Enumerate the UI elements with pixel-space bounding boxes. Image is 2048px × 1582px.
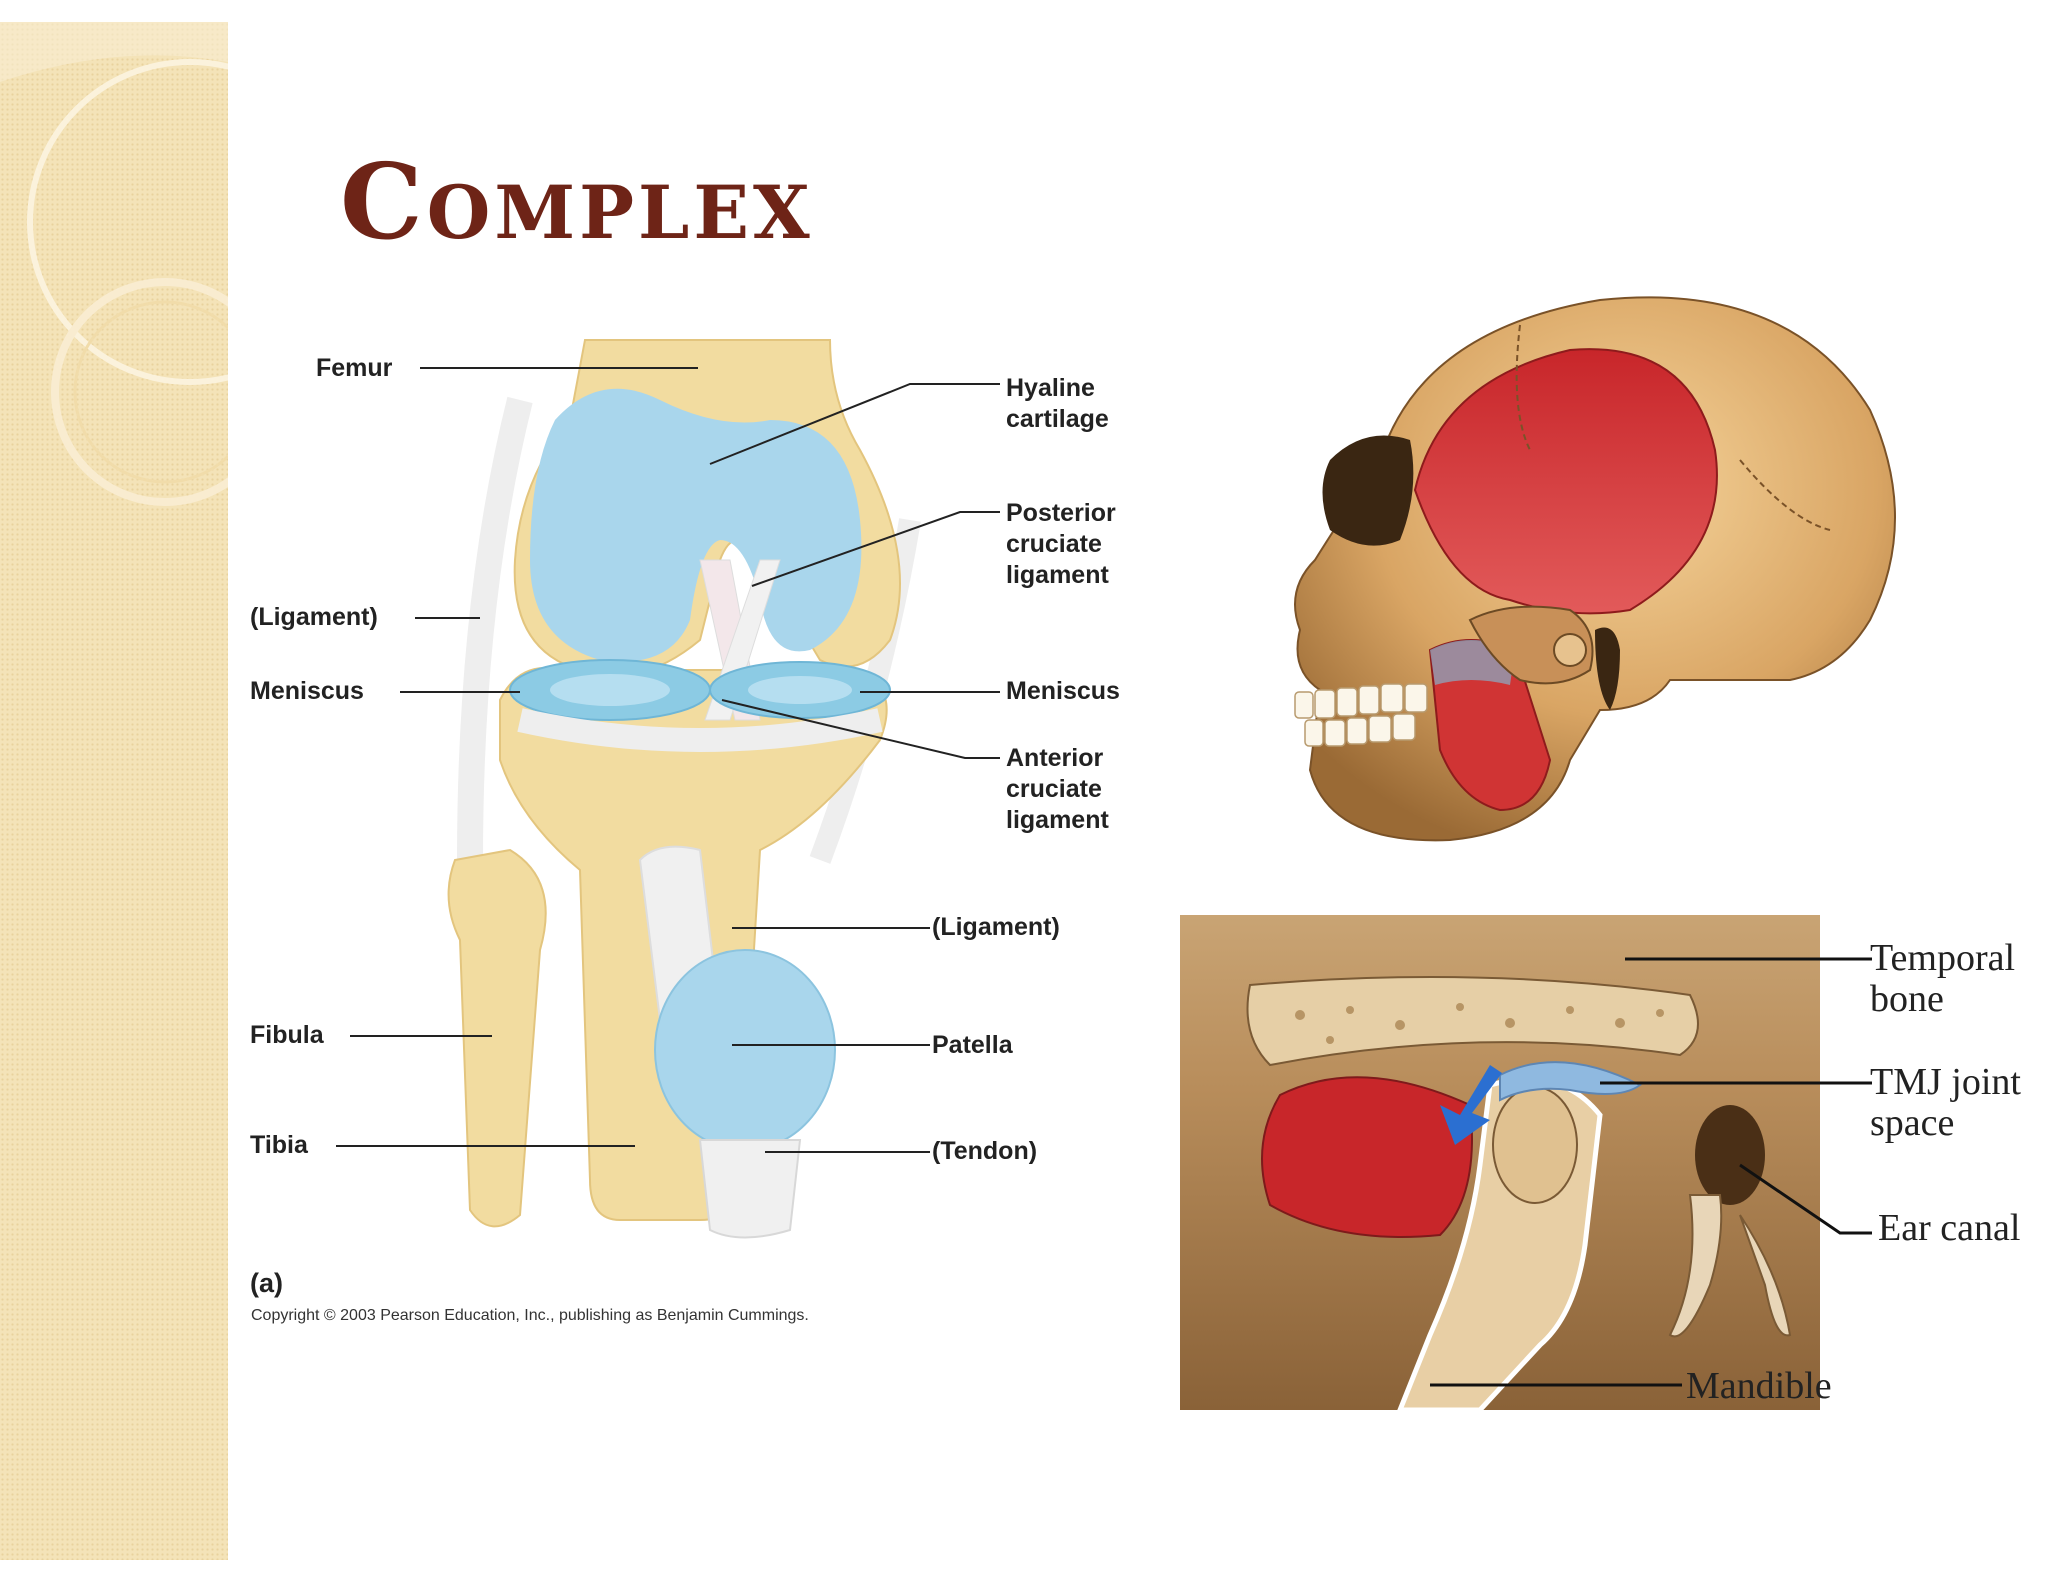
knee-joint-figure: [0, 0, 1150, 1340]
ear-canal-label: Ear canal: [1878, 1207, 2021, 1249]
femur-label: Femur: [316, 354, 393, 382]
meniscus-left-label: Meniscus: [250, 677, 364, 705]
meniscus-right-label: Meniscus: [1006, 677, 1120, 705]
tmj-illustration: [1180, 915, 1872, 1413]
figure-part-letter: (a): [250, 1268, 283, 1298]
copyright-notice: Copyright © 2003 Pearson Education, Inc.…: [251, 1307, 809, 1324]
slide-title: Complex: [340, 140, 814, 263]
skull-figure: [1270, 290, 1910, 850]
ligament-right-label: (Ligament): [932, 913, 1060, 941]
decorative-circles: [0, 22, 228, 506]
patella-label: Patella: [932, 1031, 1013, 1059]
decorative-side-band: [0, 22, 228, 1560]
fibula-label: Fibula: [250, 1021, 324, 1049]
tendon-label: (Tendon): [932, 1137, 1038, 1165]
temporal-bone-label: Temporal bone: [1870, 937, 2016, 1020]
anterior-cruciate-ligament-label: Anterior cruciate ligament: [1006, 744, 1109, 834]
posterior-cruciate-ligament-label: Posterior cruciate ligament: [1006, 499, 1116, 589]
tmj-figure: [1180, 915, 1872, 1413]
skull-illustration: [1294, 296, 1896, 842]
tibia-label: Tibia: [250, 1131, 308, 1159]
tmj-joint-space-label: TMJ joint space: [1870, 1061, 2021, 1144]
ligament-left-label: (Ligament): [250, 603, 378, 631]
mandible-label: Mandible: [1686, 1365, 1832, 1407]
hyaline-cartilage-label: Hyaline cartilage: [1006, 374, 1109, 433]
knee-joint-illustration: [336, 339, 1000, 1239]
